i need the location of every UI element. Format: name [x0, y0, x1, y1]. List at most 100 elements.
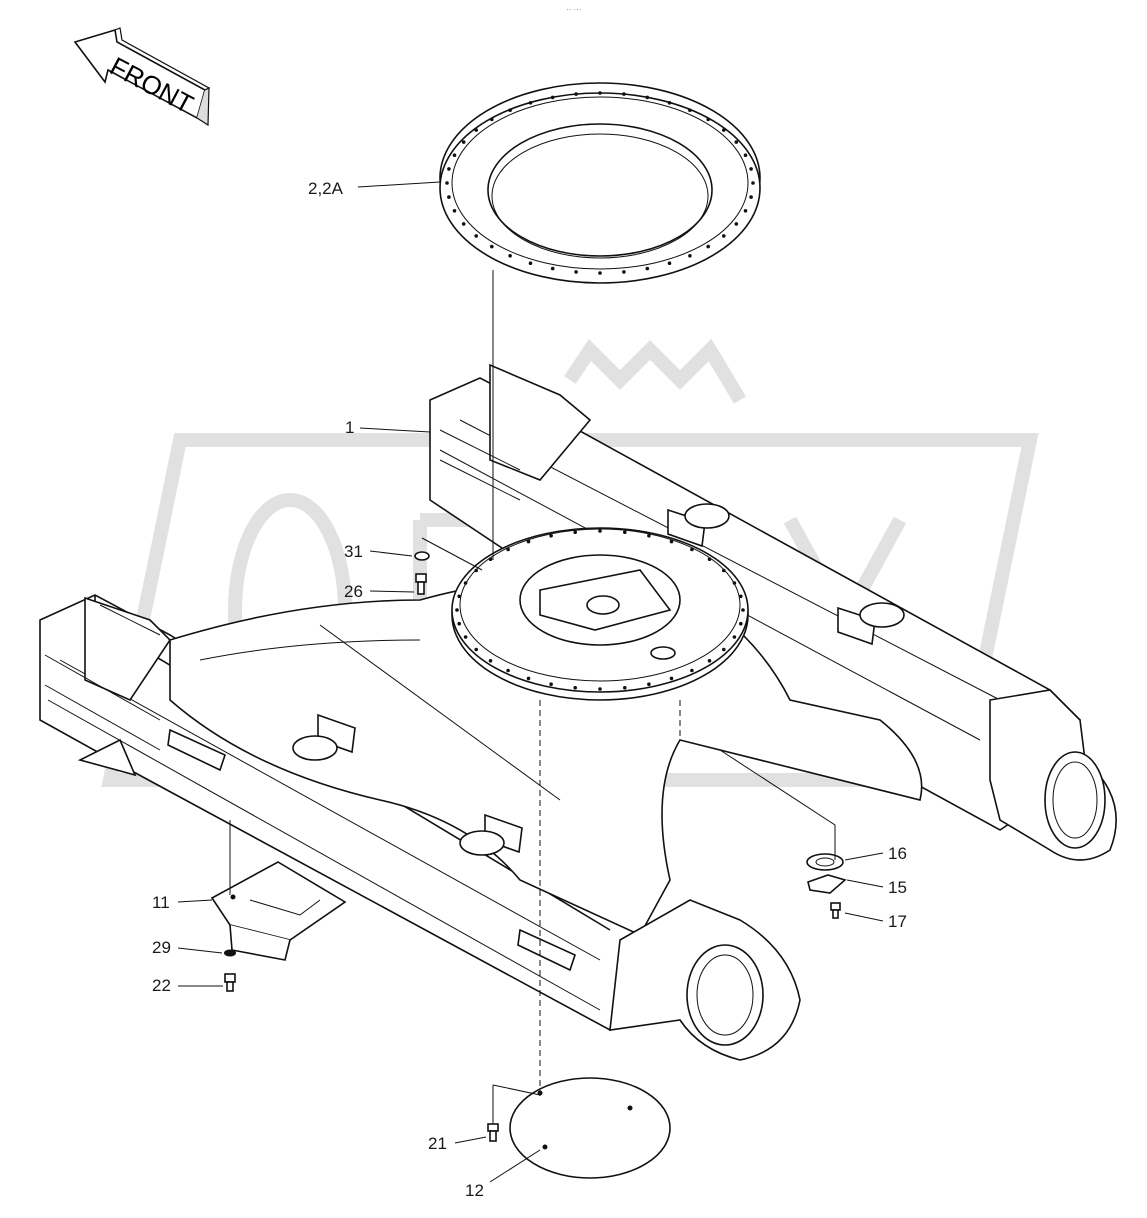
- bolt-part-21: [487, 1123, 499, 1142]
- bolt-hole: [645, 266, 650, 271]
- bolt-hole: [623, 530, 627, 534]
- cover-plate-part-12: [509, 1077, 671, 1179]
- front-direction-arrow: FRONT: [73, 27, 211, 127]
- leader-lines: [177, 181, 884, 1183]
- bolt-hole: [706, 117, 710, 122]
- bolt-hole: [722, 128, 726, 132]
- bolt-hole: [749, 167, 753, 171]
- callout-22: 22: [152, 976, 171, 995]
- bolt-hole: [669, 676, 674, 681]
- bolt-hole: [550, 266, 555, 271]
- bolt-hole: [488, 659, 493, 663]
- bolt-part-22: [224, 973, 236, 992]
- bolt-hole: [751, 181, 755, 185]
- swing-bearing-ring: [439, 82, 761, 284]
- bolt-hole: [598, 529, 602, 533]
- callout-16: 16: [888, 844, 907, 863]
- bolt-hole: [455, 608, 459, 612]
- bolt-hole: [447, 195, 451, 199]
- callout-29: 29: [152, 938, 171, 957]
- bolt-hole: [447, 167, 451, 171]
- bolt-part-26: [415, 573, 427, 595]
- bolt-hole: [598, 91, 602, 95]
- callout-15: 15: [888, 878, 907, 897]
- bolt-hole: [526, 676, 531, 681]
- bolt-hole: [573, 530, 577, 534]
- bolt-hole: [508, 254, 512, 258]
- bolt-hole: [739, 621, 743, 626]
- bolt-hole: [526, 539, 531, 544]
- bolt-hole: [667, 101, 672, 105]
- bolt-hole: [528, 101, 533, 105]
- washer-part-29: [224, 949, 236, 957]
- callout-26: 26: [344, 582, 363, 601]
- bolt-hole: [739, 594, 743, 599]
- ring-bolt-holes: [445, 91, 755, 275]
- bolt-hole: [734, 140, 739, 144]
- bolt-hole: [622, 92, 626, 96]
- frame-bolt-holes: [455, 529, 745, 691]
- bolt-hole: [732, 581, 737, 585]
- bolt-hole: [474, 234, 479, 238]
- bolt-hole: [598, 271, 602, 275]
- bolt-hole: [647, 682, 651, 686]
- bolt-hole: [669, 539, 674, 544]
- bolt-hole: [622, 270, 626, 274]
- callout-1: 1: [345, 418, 354, 437]
- bolt-hole: [734, 222, 739, 226]
- bolt-hole: [706, 244, 710, 249]
- bolt-hole: [528, 261, 533, 266]
- bolt-hole: [741, 608, 745, 612]
- bolt-hole: [688, 108, 692, 112]
- callouts: 2,2A 1 31 26 11 29 22 16 15 17 21 12: [152, 179, 907, 1200]
- bolt-hole: [688, 254, 692, 258]
- bolt-hole: [550, 95, 555, 100]
- bolt-hole: [645, 95, 650, 100]
- bolt-hole: [707, 659, 712, 663]
- plate-part-16: [806, 853, 844, 871]
- bolt-hole: [461, 140, 466, 144]
- bolt-hole: [474, 128, 479, 132]
- bracket-part-11: [210, 861, 347, 961]
- callout-21: 21: [428, 1134, 447, 1153]
- bolt-hole: [452, 209, 457, 213]
- bolt-hole: [452, 153, 457, 157]
- bolt-hole: [598, 687, 602, 691]
- callout-12: 12: [465, 1181, 484, 1200]
- bolt-hole: [647, 534, 651, 538]
- bolt-hole: [690, 668, 694, 673]
- bolt-hole: [463, 581, 468, 585]
- bolt-hole: [506, 547, 510, 552]
- bolt-hole: [722, 647, 726, 652]
- bolt-hole: [623, 686, 627, 690]
- callout-17: 17: [888, 912, 907, 931]
- callout-11: 11: [152, 893, 170, 912]
- bolt-hole: [508, 108, 512, 112]
- bolt-hole: [707, 557, 712, 561]
- bolt-hole: [722, 568, 726, 573]
- bolt-hole: [743, 153, 748, 157]
- bolt-part-17: [830, 902, 841, 919]
- bolt-hole: [457, 594, 462, 599]
- bolt-hole: [490, 244, 494, 249]
- assembly-lines: [229, 270, 836, 1123]
- washer-part-31: [414, 551, 430, 561]
- bolt-hole: [574, 92, 578, 96]
- lower-frame: [39, 363, 1117, 1061]
- bolt-hole: [474, 647, 479, 652]
- callout-31: 31: [344, 542, 363, 561]
- bolt-hole: [488, 557, 493, 561]
- bolt-hole: [573, 686, 577, 690]
- bolt-hole: [690, 547, 694, 552]
- bolt-hole: [506, 668, 510, 673]
- bolt-hole: [743, 209, 748, 213]
- bolt-hole: [474, 568, 479, 573]
- plate-part-15: [807, 874, 847, 894]
- bolt-hole: [457, 621, 462, 626]
- bolt-hole: [574, 270, 578, 274]
- bolt-hole: [490, 117, 494, 122]
- bolt-hole: [549, 682, 553, 686]
- bolt-hole: [461, 222, 466, 226]
- bolt-hole: [463, 635, 468, 639]
